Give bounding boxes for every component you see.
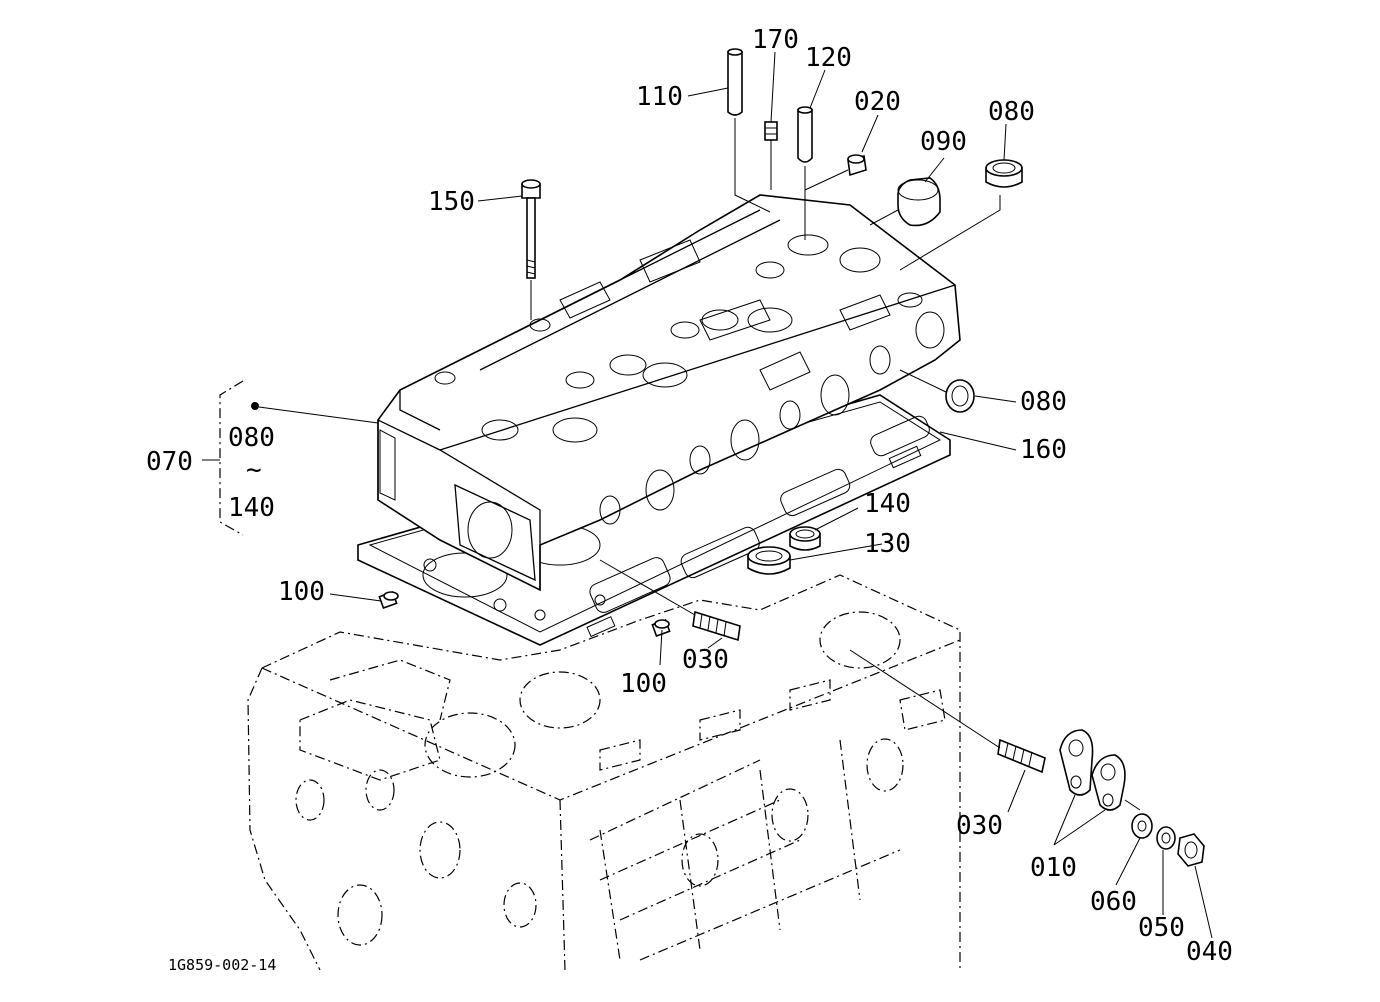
part-150-bolt: [521, 179, 541, 320]
drawing-code: 1G859-002-14: [168, 956, 276, 974]
callout-030-right: 030: [956, 811, 1003, 841]
part-120-sleeve: [797, 106, 813, 240]
callout-110: 110: [636, 82, 683, 112]
callout-120: 120: [805, 43, 852, 73]
part-090-cap: [869, 177, 941, 227]
part-060-washer: [1131, 813, 1153, 839]
part-130-cap: [747, 546, 791, 575]
callout-040: 040: [1186, 937, 1233, 967]
group-range-end: 140: [228, 493, 275, 523]
callout-170: 170: [752, 25, 799, 55]
leader-lines: [329, 51, 1213, 939]
part-050-lockwasher: [1156, 826, 1176, 850]
callout-020: 020: [854, 87, 901, 117]
crankcase-block: [247, 574, 961, 971]
cylinder-head: [377, 194, 961, 592]
group-marker-dot: [251, 402, 259, 410]
part-100-dowel-mid: [651, 618, 671, 638]
callout-100-mid: 100: [620, 669, 667, 699]
part-080-cap-top: [899, 159, 1023, 271]
part-030-stud-right: [849, 649, 1046, 774]
callout-080-right: 080: [1020, 387, 1067, 417]
callout-050: 050: [1138, 913, 1185, 943]
callout-labels: 110 170 120 020 090 080 150 070 080 ~ 14…: [146, 25, 1233, 967]
callout-160: 160: [1020, 435, 1067, 465]
callout-150: 150: [428, 187, 475, 217]
part-170-plug: [764, 121, 778, 190]
callout-130: 130: [864, 529, 911, 559]
group-range-start: 080: [228, 423, 275, 453]
part-010-brackets: [1059, 729, 1141, 811]
callout-030-mid: 030: [682, 645, 729, 675]
part-080-cap-right: [899, 369, 975, 413]
callout-090: 090: [920, 127, 967, 157]
callout-140: 140: [864, 489, 911, 519]
callout-080-top: 080: [988, 97, 1035, 127]
part-040-nut: [1177, 833, 1205, 867]
group-bracket: [202, 380, 379, 536]
callout-060: 060: [1090, 887, 1137, 917]
part-140-cap: [789, 526, 821, 551]
part-110-sleeve: [727, 48, 771, 213]
part-030-stud-mid: [599, 559, 741, 642]
group-range-tilde: ~: [246, 455, 262, 485]
callout-010: 010: [1030, 853, 1077, 883]
part-020-plug: [804, 154, 867, 191]
callout-070: 070: [146, 447, 193, 477]
callout-100-left: 100: [278, 577, 325, 607]
part-100-dowel-left: [378, 590, 399, 610]
